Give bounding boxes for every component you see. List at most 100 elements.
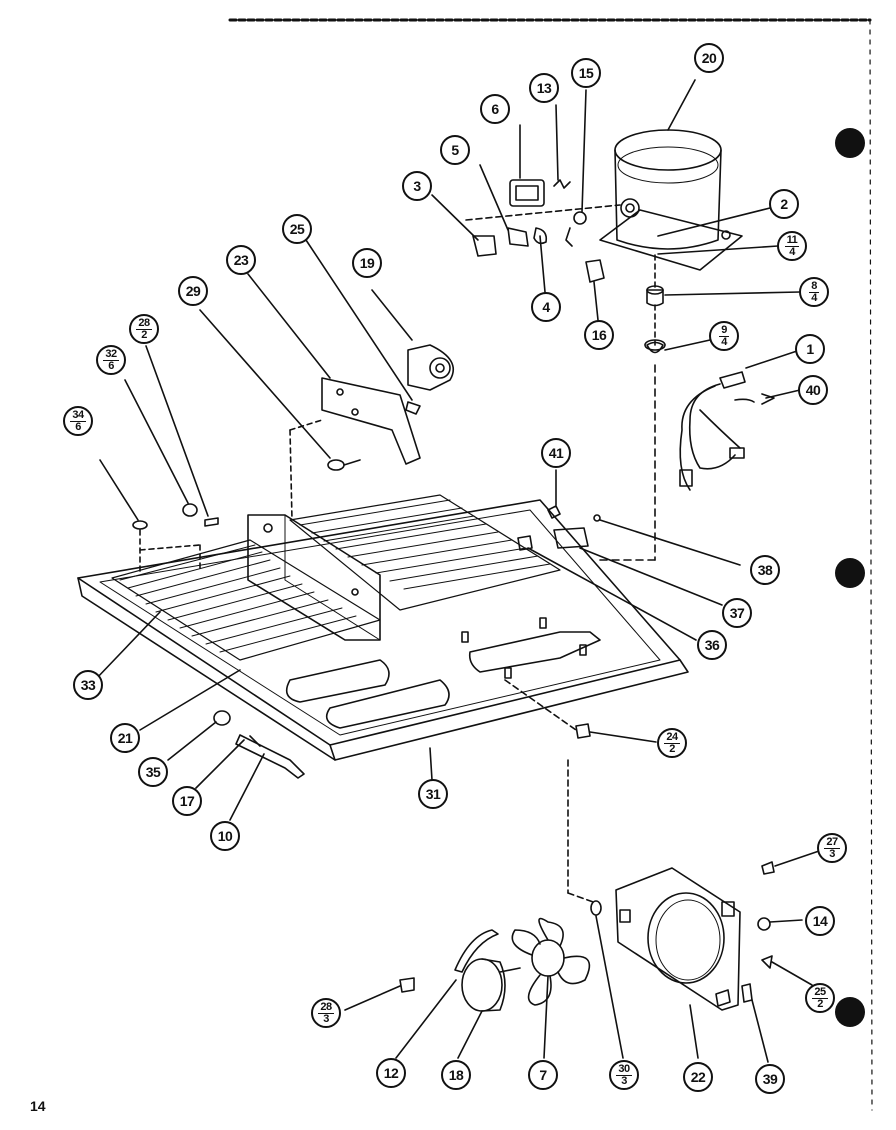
- callout-24-num: 24: [664, 730, 680, 744]
- callout-28a-num: 28: [136, 316, 152, 330]
- callout-25-top: 25: [282, 214, 312, 244]
- callout-12-label: 12: [383, 1065, 399, 1081]
- callout-4: 4: [531, 292, 561, 322]
- callout-18: 18: [441, 1060, 471, 1090]
- callout-40: 40: [798, 375, 828, 405]
- callout-32-den: 6: [108, 359, 114, 372]
- callout-5: 5: [440, 135, 470, 165]
- callout-27-den: 3: [829, 847, 835, 860]
- callout-29-label: 29: [185, 283, 201, 299]
- callout-19-label: 19: [359, 255, 375, 271]
- callout-32-num: 32: [103, 347, 119, 361]
- callout-22: 22: [683, 1062, 713, 1092]
- callout-41-label: 41: [548, 445, 564, 461]
- callout-7-label: 7: [539, 1067, 547, 1083]
- callout-6: 6: [480, 94, 510, 124]
- callout-29: 29: [178, 276, 208, 306]
- callout-11-den: 4: [789, 245, 795, 258]
- callout-39-label: 39: [762, 1071, 778, 1087]
- callout-3-label: 3: [413, 178, 421, 194]
- callout-15-label: 15: [578, 65, 594, 81]
- callout-17: 17: [172, 786, 202, 816]
- callout-40-label: 40: [805, 382, 821, 398]
- callout-25b-den: 2: [817, 997, 823, 1010]
- callout-2-label: 2: [780, 196, 788, 212]
- callout-7: 7: [528, 1060, 558, 1090]
- callout-39: 39: [755, 1064, 785, 1094]
- page-number: 14: [30, 1098, 46, 1114]
- callout-21-label: 21: [117, 730, 133, 746]
- binder-hole-middle: [835, 558, 865, 588]
- callout-36: 36: [697, 630, 727, 660]
- callout-23-label: 23: [233, 252, 249, 268]
- callout-34-den: 6: [75, 420, 81, 433]
- callout-17-label: 17: [179, 793, 195, 809]
- callout-16: 16: [584, 320, 614, 350]
- callout-16-label: 16: [591, 327, 607, 343]
- callout-4-label: 4: [542, 299, 550, 315]
- callout-1-label: 1: [806, 341, 814, 357]
- callout-11-num: 11: [784, 233, 800, 247]
- callout-20: 20: [694, 43, 724, 73]
- callout-37: 37: [722, 598, 752, 628]
- callout-19: 19: [352, 248, 382, 278]
- callout-25b-num: 25: [812, 985, 828, 999]
- callout-38: 38: [750, 555, 780, 585]
- callout-23: 23: [226, 245, 256, 275]
- callout-10-label: 10: [217, 828, 233, 844]
- callout-41: 41: [541, 438, 571, 468]
- binder-hole-top: [835, 128, 865, 158]
- base-pan: [77, 494, 689, 761]
- callout-35-label: 35: [145, 764, 161, 780]
- callout-8-num: 8: [809, 279, 819, 293]
- callout-37-label: 37: [729, 605, 745, 621]
- callout-21: 21: [110, 723, 140, 753]
- callout-28b-num: 28: [318, 1000, 334, 1014]
- callout-15: 15: [571, 58, 601, 88]
- callout-18-label: 18: [448, 1067, 464, 1083]
- callout-35: 35: [138, 757, 168, 787]
- callout-9-num: 9: [719, 323, 729, 337]
- callout-30-num: 30: [616, 1062, 632, 1076]
- callout-28a-den: 2: [141, 328, 147, 341]
- callout-3: 3: [402, 171, 432, 201]
- callout-33: 33: [73, 670, 103, 700]
- callout-6-label: 6: [491, 101, 499, 117]
- callout-25-top-label: 25: [289, 221, 305, 237]
- fan-bracket: [615, 867, 741, 1011]
- callout-31-label: 31: [425, 786, 441, 802]
- callout-28b-den: 3: [323, 1012, 329, 1025]
- callout-22-label: 22: [690, 1069, 706, 1085]
- callout-24-den: 2: [669, 742, 675, 755]
- callout-9-den: 4: [721, 335, 727, 348]
- callout-27-num: 27: [824, 835, 840, 849]
- callout-33-label: 33: [80, 677, 96, 693]
- callout-13: 13: [529, 73, 559, 103]
- callout-10: 10: [210, 821, 240, 851]
- callout-13-label: 13: [536, 80, 552, 96]
- callout-20-label: 20: [701, 50, 717, 66]
- callout-2: 2: [769, 189, 799, 219]
- callout-14: 14: [805, 906, 835, 936]
- compressor: [599, 129, 743, 271]
- callout-12: 12: [376, 1058, 406, 1088]
- callout-5-label: 5: [451, 142, 459, 158]
- callout-30-den: 3: [621, 1074, 627, 1087]
- callout-34-num: 34: [70, 408, 86, 422]
- callout-31: 31: [418, 779, 448, 809]
- binder-hole-bottom: [835, 997, 865, 1027]
- callout-36-label: 36: [704, 637, 720, 653]
